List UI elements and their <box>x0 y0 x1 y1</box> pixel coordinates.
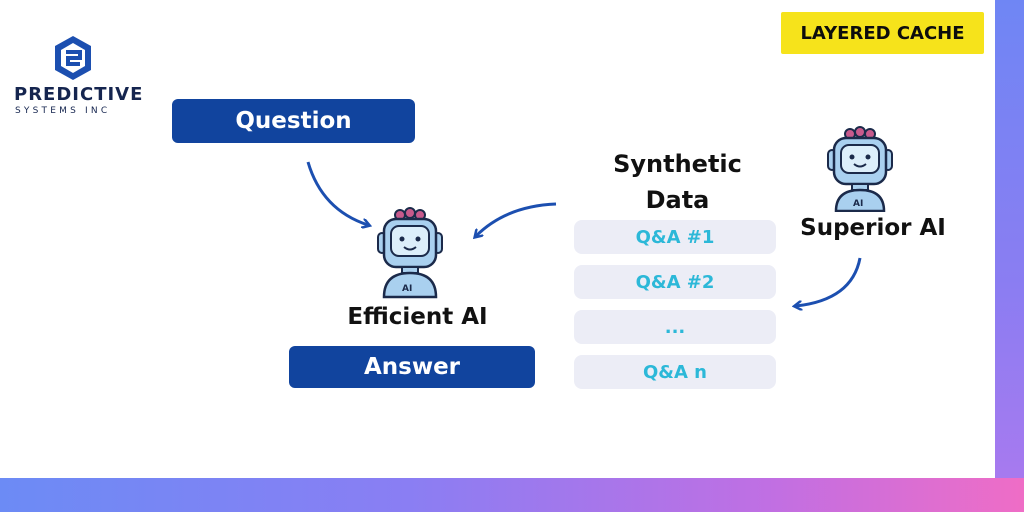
efficient-ai-label: Efficient AI <box>347 304 488 330</box>
layered-cache-tag: LAYERED CACHE <box>781 12 984 54</box>
diagram-canvas <box>0 0 995 478</box>
flow-arrows <box>306 161 862 478</box>
bottom-gradient-strip <box>0 478 1024 512</box>
question-to-efficient-arrow <box>306 161 368 225</box>
superior-ai-robot-icon: AI <box>827 126 893 212</box>
logo-subtitle: SYSTEMS INC <box>15 106 111 116</box>
qa-item: Q&A n <box>574 355 776 389</box>
synthetic-data-list: Q&A #1 Q&A #2 ... Q&A n <box>574 220 776 400</box>
right-gradient-strip <box>995 0 1024 478</box>
qa-item: Q&A #2 <box>574 265 776 299</box>
company-logo: PREDICTIVE SYSTEMS INC <box>14 34 144 116</box>
qa-item: ... <box>574 310 776 344</box>
superior-to-synthetic-arrow <box>796 257 862 306</box>
efficient-ai-robot-icon: AI <box>377 207 443 299</box>
qa-item: Q&A #1 <box>574 220 776 254</box>
logo-name: PREDICTIVE <box>14 84 144 105</box>
synthetic-data-title: Synthetic Data <box>613 150 742 214</box>
efficient-ai-badge: AI <box>402 284 412 294</box>
superior-ai-label: Superior AI <box>800 215 946 241</box>
logo-hexagon-icon <box>55 36 91 80</box>
question-box: Question <box>172 99 415 143</box>
answer-box: Answer <box>289 346 535 388</box>
superior-ai-badge: AI <box>853 199 863 209</box>
synthetic-to-efficient-arrow <box>476 202 557 236</box>
